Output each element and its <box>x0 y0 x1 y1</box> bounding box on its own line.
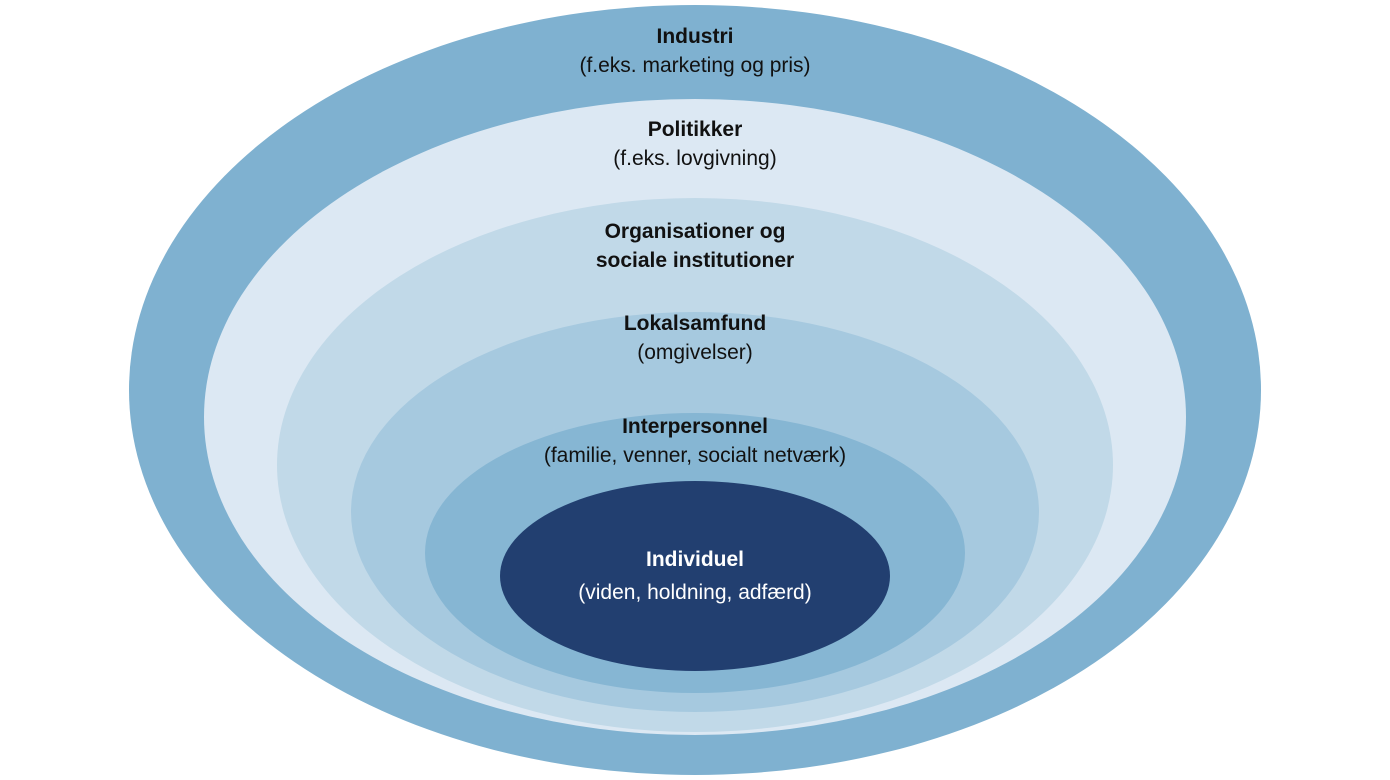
layer-title-lokalsamfund: Lokalsamfund <box>623 312 767 335</box>
layer-title-interpersonnel: Interpersonnel <box>622 415 768 438</box>
layer-title-politikker: Politikker <box>647 118 743 141</box>
layer-label-politikker: Politikker (f.eks. lovgivning) <box>613 115 776 173</box>
layer-label-industri: Industri (f.eks. marketing og pris) <box>579 22 810 80</box>
layer-subtitle-politikker: (f.eks. lovgivning) <box>613 147 777 170</box>
layer-title-organisationer-line-2: sociale institutioner <box>595 249 795 272</box>
layer-subtitle-individuel: (viden, holdning, adfærd) <box>578 581 812 604</box>
layer-title-organisationer-line-1: Organisationer og <box>604 220 786 243</box>
layer-label-interpersonnel: Interpersonnel (familie, venner, socialt… <box>544 412 846 470</box>
layer-label-lokalsamfund: Lokalsamfund (omgivelser) <box>624 309 766 367</box>
layer-title-individuel: Individuel <box>645 548 745 571</box>
layer-subtitle-interpersonnel: (familie, venner, socialt netværk) <box>543 444 847 467</box>
layer-subtitle-industri: (f.eks. marketing og pris) <box>579 54 811 77</box>
layer-ellipse-individuel <box>500 481 890 671</box>
layer-title-industri: Industri <box>656 25 734 48</box>
layer-label-individuel: Individuel (viden, holdning, adfærd) <box>578 545 811 607</box>
layer-subtitle-lokalsamfund: (omgivelser) <box>637 341 753 364</box>
layer-label-organisationer: Organisationer og sociale institutioner <box>596 217 794 275</box>
